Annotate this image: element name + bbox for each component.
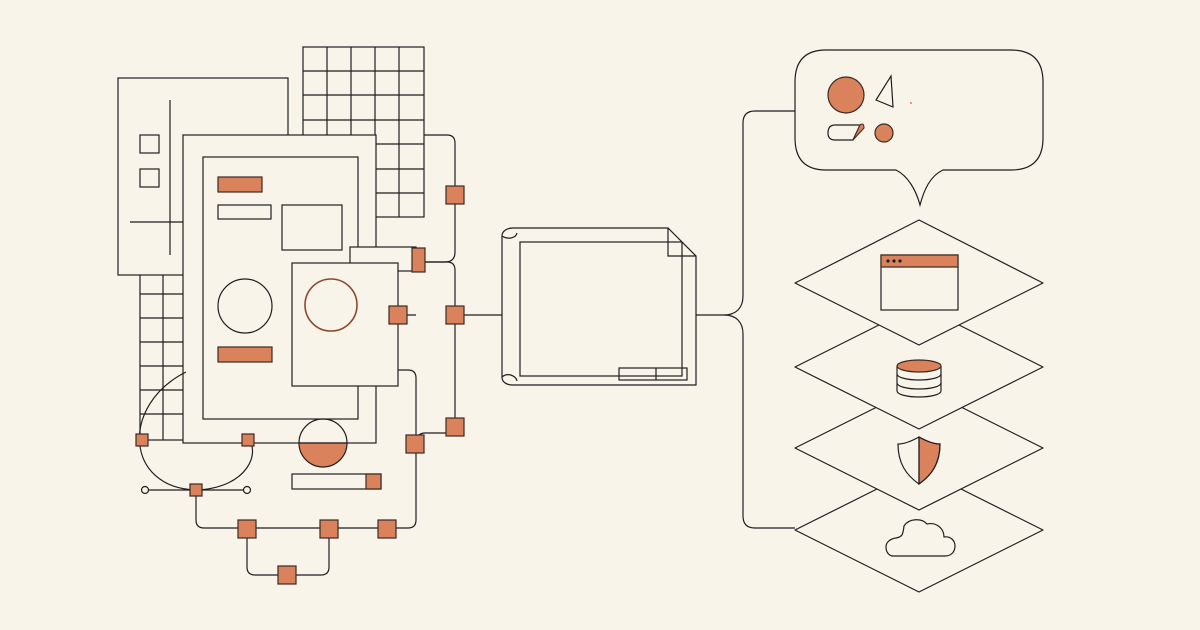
- avatar-circle: [217, 278, 273, 334]
- graph-nodes: [135, 185, 465, 585]
- node: [319, 519, 339, 539]
- folded-shape: [827, 124, 861, 141]
- node: [445, 305, 465, 325]
- accent-dot: [874, 123, 894, 143]
- ring-circle: [304, 278, 358, 332]
- cloud-icon: [885, 519, 956, 557]
- node: [388, 305, 408, 325]
- fan-out-connector: [696, 110, 795, 529]
- layer-stack: [794, 219, 1044, 593]
- layer-cloud: [794, 467, 1044, 593]
- node: [445, 185, 465, 205]
- node: [445, 417, 465, 437]
- shield-icon: [897, 435, 941, 486]
- speech-bubble: [794, 49, 1044, 208]
- node: [237, 519, 257, 539]
- text-field: [217, 204, 272, 220]
- layer-interface: [794, 219, 1044, 346]
- detail-card: [291, 246, 417, 387]
- triangle-shape: [875, 74, 894, 108]
- image-placeholder: [281, 204, 343, 251]
- title-block: [618, 367, 688, 381]
- progress-widget: [291, 418, 382, 490]
- heading-bar: [217, 176, 263, 193]
- node: [411, 247, 426, 273]
- database-icon: [896, 359, 942, 398]
- button-bar: [217, 346, 273, 363]
- node: [277, 565, 297, 585]
- node: [405, 434, 425, 454]
- browser-window-icon: [880, 254, 959, 311]
- node: [241, 433, 255, 447]
- node: [189, 483, 203, 497]
- blueprint-scroll: [501, 227, 697, 386]
- node: [377, 519, 397, 539]
- circle-shape: [827, 76, 865, 114]
- node: [135, 433, 149, 447]
- small-dot: [910, 102, 912, 104]
- wireframe-grid-bottom: [139, 269, 187, 441]
- slider-thumb: [365, 473, 382, 490]
